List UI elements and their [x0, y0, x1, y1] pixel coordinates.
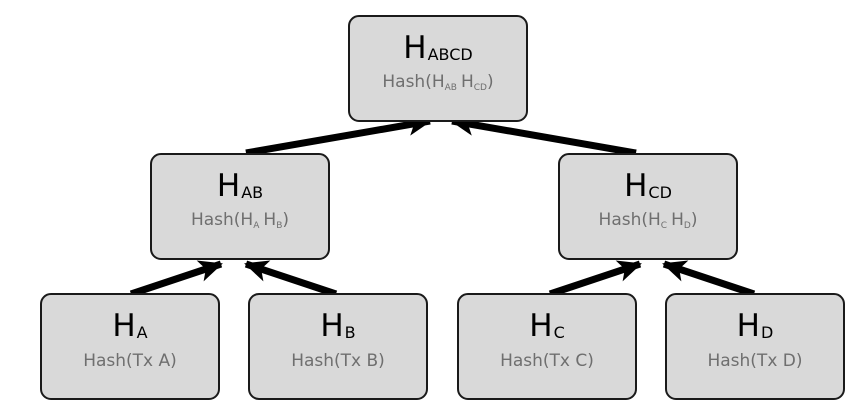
node-leaf-d-formula: Hash(Tx D)	[707, 351, 803, 371]
edge-b-to-ab	[244, 260, 338, 298]
node-leaf-d-label: HD	[736, 308, 774, 344]
node-leaf-c-label: HC	[529, 308, 565, 344]
node-cd-label: HCD	[624, 168, 672, 204]
node-leaf-d: HD Hash(Tx D)	[665, 293, 845, 400]
node-leaf-c-formula: Hash(Tx C)	[500, 351, 594, 371]
node-root-label: HABCD	[403, 30, 473, 66]
edge-a-to-ab	[129, 260, 223, 298]
node-leaf-b-label: HB	[320, 308, 356, 344]
node-leaf-b: HB Hash(Tx B)	[248, 293, 428, 400]
node-ab-label: HAB	[216, 168, 264, 204]
node-leaf-a-label: HA	[112, 308, 148, 344]
node-leaf-b-formula: Hash(Tx B)	[291, 351, 385, 371]
node-leaf-c: HC Hash(Tx C)	[457, 293, 637, 400]
edge-c-to-cd	[548, 260, 642, 298]
node-leaf-a-formula: Hash(Tx A)	[83, 351, 177, 371]
edge-ab-to-root	[245, 113, 432, 157]
node-leaf-a: HA Hash(Tx A)	[40, 293, 220, 400]
edge-cd-to-root	[450, 113, 637, 157]
edge-d-to-cd	[662, 260, 756, 298]
